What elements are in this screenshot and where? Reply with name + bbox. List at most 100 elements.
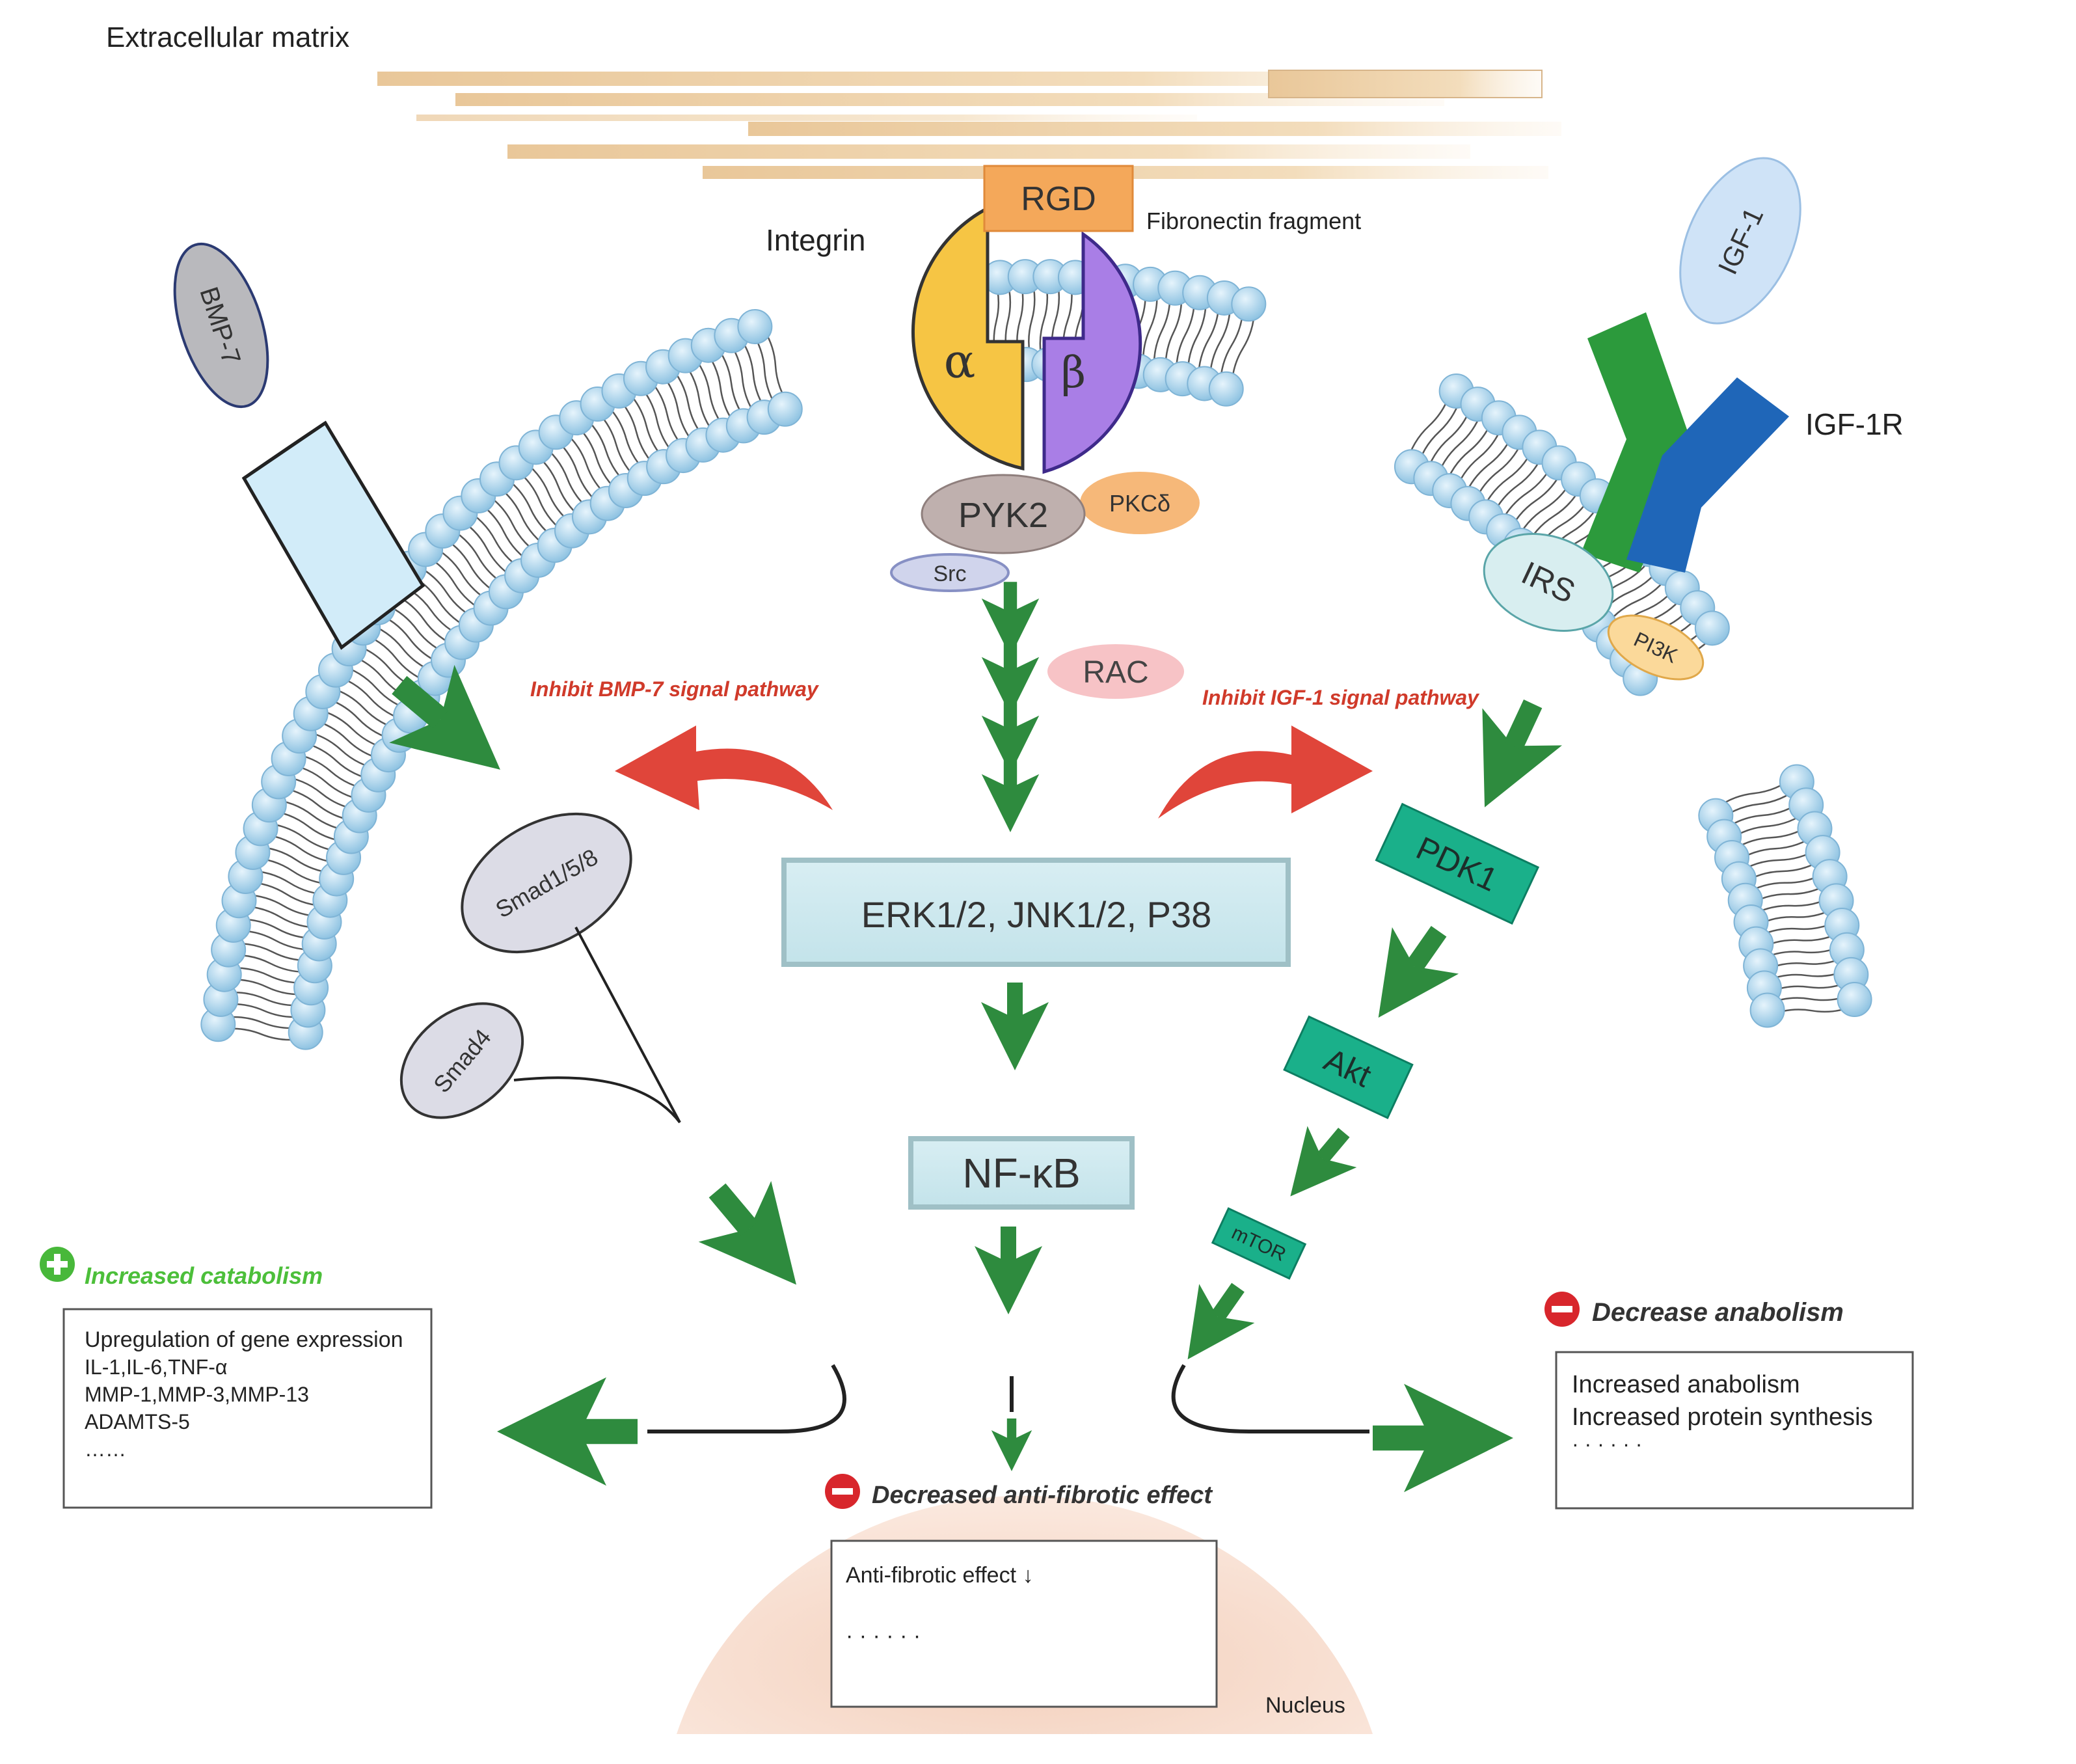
smad158-oval	[461, 812, 632, 954]
lipid-head	[767, 391, 803, 427]
extracellular-matrix-fibers	[377, 70, 1561, 179]
green-arrow-icon	[991, 1430, 1032, 1472]
igf1r-label: IGF-1R	[1805, 407, 1904, 441]
catabolism-line: ADAMTS-5	[85, 1410, 190, 1433]
green-arrow-shaft	[1003, 699, 1018, 729]
pi3k-oval	[1607, 614, 1705, 681]
green-arrow-icon	[981, 657, 1040, 716]
smad4-oval	[399, 1002, 524, 1119]
antifibrotic-title: Decreased anti-fibrotic effect	[872, 1482, 1213, 1509]
lipid-head	[1208, 371, 1244, 407]
igf1-oval	[1679, 157, 1801, 325]
catabolism-line: MMP-1,MMP-3,MMP-13	[85, 1383, 309, 1406]
green-arrow-icon	[1482, 708, 1562, 807]
green-arrow-icon	[1378, 927, 1459, 1018]
left-boundary-curve	[647, 1364, 846, 1433]
green-arrow-shaft	[1316, 1128, 1350, 1163]
inhibit-bmp7-arrow	[615, 726, 833, 810]
green-arrow-icon	[981, 774, 1040, 833]
src-label: Src	[934, 562, 967, 586]
nfkb-box	[908, 1136, 1135, 1210]
lipid-head	[1231, 286, 1267, 322]
extracellular-matrix-label: Extracellular matrix	[106, 21, 349, 53]
green-arrow-shaft	[1503, 699, 1543, 751]
inhibit-igf1-label: Inhibit IGF-1 signal pathway	[1202, 686, 1480, 709]
rgd-label: RGD	[1021, 180, 1096, 218]
pkcd-oval	[1080, 472, 1200, 534]
minus-circle-icon	[825, 1474, 860, 1509]
bmp7-oval	[173, 242, 269, 409]
pdk1-box	[1375, 802, 1540, 925]
catabolism-line: IL-1,IL-6,TNF-α	[85, 1355, 227, 1379]
integrin-label: Integrin	[766, 223, 865, 257]
src-oval	[890, 553, 1010, 592]
lipid-head	[737, 308, 773, 344]
rgd-box	[983, 165, 1134, 232]
pyk2-label: PYK2	[958, 496, 1048, 535]
green-arrow-shaft	[392, 675, 448, 729]
green-arrow-shaft	[1003, 757, 1018, 788]
green-arrow-shaft	[580, 1418, 638, 1445]
right-boundary-curve	[1171, 1364, 1369, 1433]
pkcd-label: PKCδ	[1109, 490, 1170, 517]
green-arrow-icon	[497, 1377, 606, 1486]
smad-connector	[513, 927, 681, 1124]
green-arrow-shaft	[1003, 582, 1018, 612]
green-arrow-icon	[975, 1246, 1042, 1314]
bmp7-receptor	[241, 420, 425, 650]
anabolism-line: Increased protein synthesis	[1572, 1404, 1873, 1431]
alpha-label: α	[944, 334, 976, 388]
anabolism-box	[1555, 1351, 1914, 1510]
pyk2-oval	[921, 474, 1086, 554]
fibronectin-fragment-label: Fibronectin fragment	[1146, 208, 1361, 234]
green-arrow-icon	[981, 1002, 1049, 1070]
catabolism-box	[62, 1308, 433, 1509]
green-arrow-shaft	[1211, 1282, 1245, 1322]
green-arrow-shaft	[1406, 926, 1447, 972]
green-arrow-icon	[1187, 1284, 1255, 1360]
anabolism-line: Increased anabolism	[1572, 1371, 1800, 1398]
green-arrow-icon	[981, 598, 1040, 657]
integrin-beta-subunit	[1042, 231, 1142, 474]
antifibrotic-box	[830, 1540, 1218, 1708]
integrin-alpha-subunit	[911, 205, 1025, 471]
mtor-box	[1211, 1207, 1307, 1280]
anabolism-line: · · · · · ·	[1572, 1432, 1642, 1456]
anabolism-title: Decrease anabolism	[1592, 1298, 1844, 1327]
irs-oval	[1483, 533, 1614, 632]
green-arrow-icon	[389, 664, 500, 770]
antifibrotic-line: · · · · · ·	[846, 1623, 921, 1648]
rac-label: RAC	[1083, 655, 1148, 690]
green-arrow-shaft	[1007, 983, 1023, 1018]
plus-circle-icon	[40, 1247, 75, 1282]
catabolism-title: Increased catabolism	[85, 1262, 323, 1289]
inhibit-bmp7-label: Inhibit BMP-7 signal pathway	[530, 677, 820, 701]
green-arrow-shaft	[1001, 1227, 1016, 1262]
mapk-box	[781, 858, 1291, 967]
green-arrow-shaft	[1006, 1418, 1017, 1440]
green-arrow-icon	[1290, 1126, 1357, 1197]
akt-box	[1283, 1015, 1414, 1119]
green-arrows	[389, 582, 1562, 1493]
green-arrow-icon	[698, 1180, 796, 1285]
nucleus-label: Nucleus	[1265, 1693, 1345, 1718]
lipid-head	[1694, 610, 1730, 646]
mapk-label: ERK1/2, JNK1/2, P38	[861, 894, 1212, 935]
beta-label: β	[1061, 347, 1086, 398]
green-arrow-shaft	[1003, 640, 1018, 671]
green-arrow-shaft	[708, 1183, 758, 1236]
minus-circle-icon	[1544, 1292, 1580, 1327]
antifibrotic-line: Anti-fibrotic effect ↓	[846, 1563, 1034, 1588]
catabolism-line: Upregulation of gene expression	[85, 1327, 403, 1352]
inhibit-igf1-arrow	[1158, 726, 1373, 819]
integrin-receptor	[911, 165, 1142, 474]
green-arrow-icon	[981, 715, 1040, 774]
igf1r-receptor	[1581, 312, 1789, 573]
nfkb-label: NF-κB	[962, 1150, 1080, 1197]
green-arrow-shaft	[1373, 1425, 1430, 1451]
catabolism-line: ……	[85, 1437, 126, 1461]
lipid-head	[1837, 982, 1872, 1018]
lipid-head	[1749, 992, 1785, 1028]
